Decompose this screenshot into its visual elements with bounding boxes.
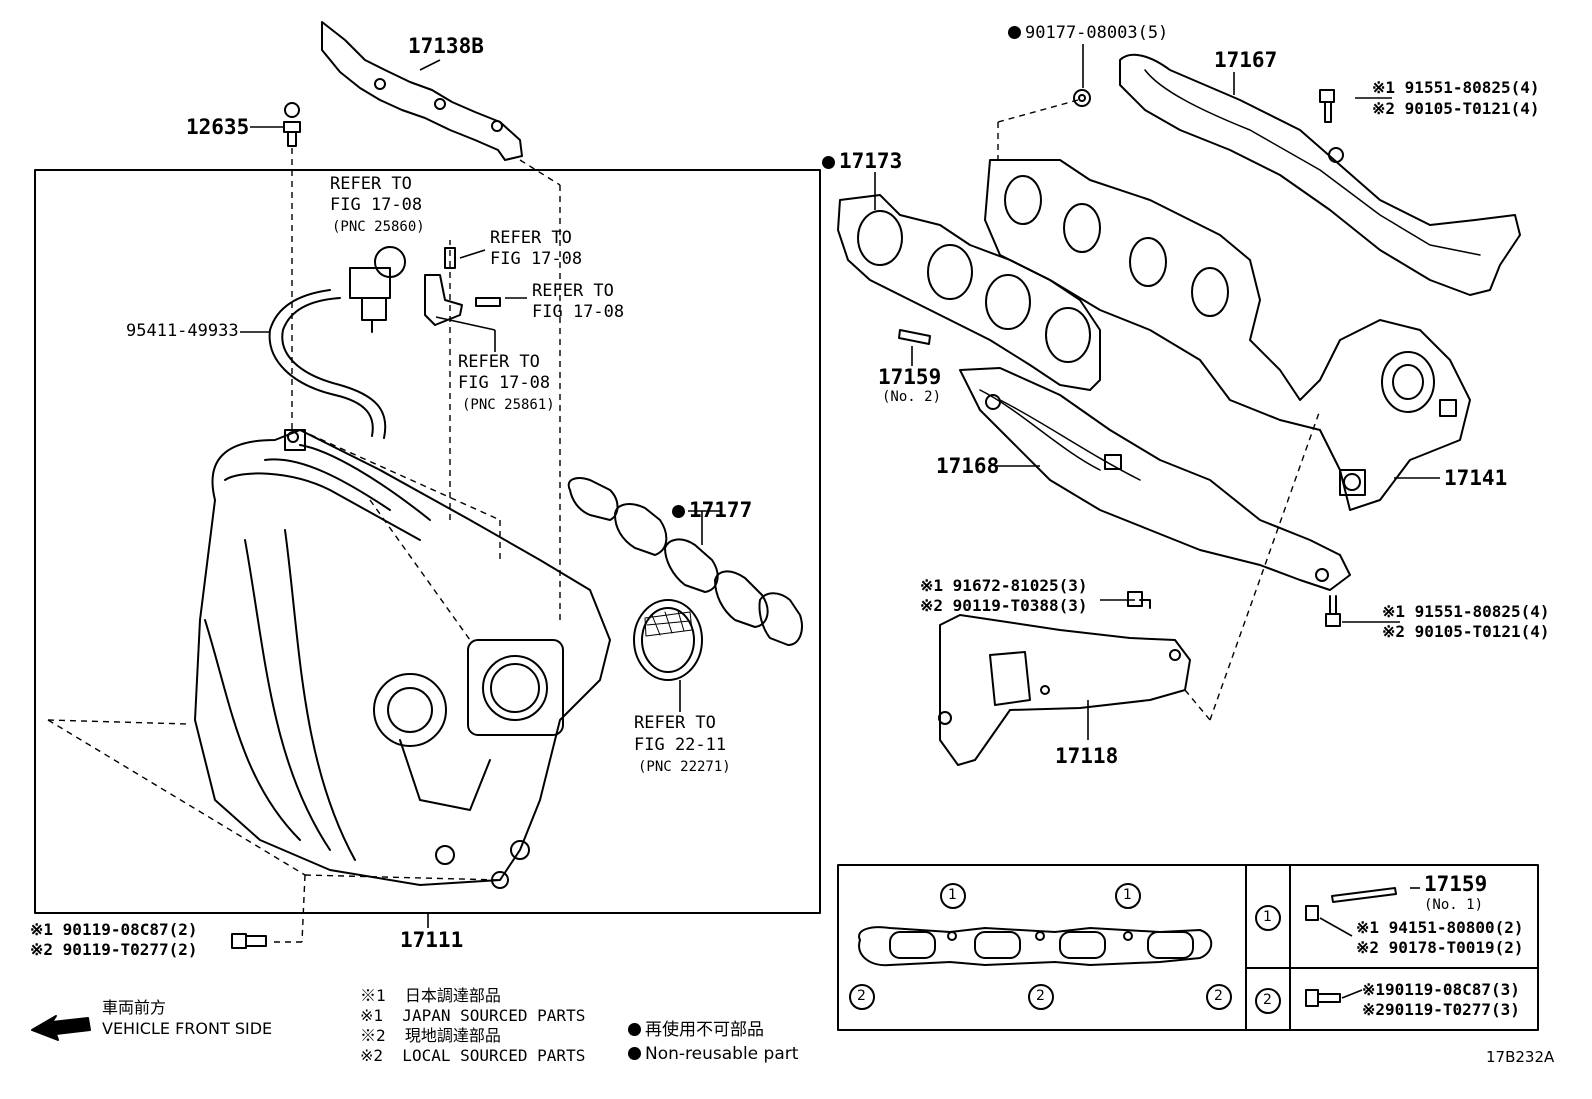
fastener-2-japan: ※1 91551-80825(4) <box>1372 78 1540 97</box>
vehicle-front-arrow <box>31 1015 91 1041</box>
label-17118: 17118 <box>1055 744 1119 768</box>
label-17173: 17173 <box>822 151 902 172</box>
part-17111-intake-manifold <box>194 429 611 889</box>
label-17111: 17111 <box>400 928 464 952</box>
refer-note-5-line3: (PNC 22271) <box>638 759 731 775</box>
refer-note-5-line1: REFER TO <box>634 713 716 733</box>
fastener-4-local: ※2 90105-T0121(4) <box>1382 622 1550 641</box>
refer-note-1-line2: FIG 17-08 <box>330 195 423 215</box>
legend-non-reusable-en: Non-reusable part <box>628 1046 798 1063</box>
part-17141-exhaust-manifold <box>984 159 1471 511</box>
legend-non-reusable-jp: 再使用不可部品 <box>628 1022 764 1039</box>
bolt-91672 <box>1127 591 1151 609</box>
label-17138b: 17138B <box>408 34 484 58</box>
part-17177-intake-gasket <box>567 477 803 646</box>
leader-lines <box>240 44 1440 999</box>
inset-callout-2d: 2 <box>1263 992 1272 1008</box>
fastener-3-japan: ※1 91672-81025(3) <box>920 576 1088 595</box>
inset-callout-1b: 1 <box>1123 887 1132 903</box>
legend-front-en: VEHICLE FRONT SIDE <box>102 1019 273 1038</box>
non-reusable-dot <box>822 156 835 169</box>
fastener-2-local: ※2 90105-T0121(4) <box>1372 99 1540 118</box>
non-reusable-dot <box>628 1047 641 1060</box>
part-vsv-bracket <box>424 274 463 326</box>
label-17177: 17177 <box>672 500 752 521</box>
part-17168-lower-insulator <box>959 367 1351 591</box>
refer-note-2-line2: FIG 17-08 <box>490 249 583 269</box>
bolt-90177 <box>1073 89 1091 107</box>
refer-note-2-line1: REFER TO <box>490 228 572 248</box>
refer-note-1-line1: REFER TO <box>330 174 412 194</box>
fastener-5-japan: ※1 94151-80800(2) <box>1356 918 1524 937</box>
refer-note-3-line2: FIG 17-08 <box>532 302 625 322</box>
refer-note-3-line1: REFER TO <box>532 281 614 301</box>
legend-front-jp: 車両前方 <box>102 998 167 1017</box>
inset-callout-2c: 2 <box>1214 988 1223 1004</box>
refer-note-4-line2: FIG 17-08 <box>458 373 551 393</box>
label-17167: 17167 <box>1214 48 1278 72</box>
part-12635 <box>284 102 300 118</box>
bolt-91551-lower <box>1325 595 1341 627</box>
label-17168: 17168 <box>936 454 1000 478</box>
bolt-91551-top <box>1319 89 1335 123</box>
part-17167-upper-insulator <box>1119 53 1521 296</box>
non-reusable-dot <box>628 1023 641 1036</box>
part-17138b <box>321 21 523 161</box>
legend-japan-sourced-jp: ※1 日本調達部品 <box>360 986 501 1005</box>
label-17159-no2-sub: (No. 2) <box>882 389 942 405</box>
label-17141: 17141 <box>1444 466 1508 490</box>
label-17159-no1: 17159 <box>1424 872 1488 896</box>
inset-callout-2b: 2 <box>1036 988 1045 1004</box>
non-reusable-dot <box>1008 26 1021 39</box>
part-17118-bracket <box>939 614 1191 766</box>
label-17159-no2: 17159 <box>878 365 942 389</box>
legend-local-sourced-en: ※2 LOCAL SOURCED PARTS <box>360 1046 586 1065</box>
part-vsv-valve <box>349 246 406 333</box>
part-17159-stud-no2 <box>898 329 931 345</box>
inset-callout-2a: 2 <box>857 988 866 1004</box>
fastener-4-japan: ※1 91551-80825(4) <box>1382 602 1550 621</box>
label-90177-08003: 90177-08003(5) <box>1008 25 1168 42</box>
dashed-alignment-lines <box>47 99 1321 943</box>
refer-note-4-line1: REFER TO <box>458 352 540 372</box>
refer-note-4-line3: (PNC 25861) <box>462 397 555 413</box>
fastener-6-local: ※290119-T0277(3) <box>1362 1000 1520 1019</box>
fastener-5-local: ※2 90178-T0019(2) <box>1356 938 1524 957</box>
inset-table <box>837 864 1539 1031</box>
part-hose-95411 <box>268 289 387 439</box>
label-12635: 12635 <box>186 115 250 139</box>
inset-callout-1a: 1 <box>948 887 957 903</box>
refer-note-1-line3: (PNC 25860) <box>332 219 425 235</box>
part-17173-exhaust-gasket <box>837 194 1101 391</box>
non-reusable-dot <box>672 505 685 518</box>
part-throttle-gasket <box>633 599 703 681</box>
fastener-1-japan: ※1 90119-08C87(2) <box>30 920 198 939</box>
bolt-90119-left <box>231 933 267 949</box>
inset-callout-1c: 1 <box>1263 909 1272 925</box>
refer-note-5-line2: FIG 22-11 <box>634 735 727 755</box>
legend-japan-sourced-en: ※1 JAPAN SOURCED PARTS <box>360 1006 586 1025</box>
diagram-code: 17B232A <box>1486 1048 1555 1066</box>
fastener-6-japan: ※190119-08C87(3) <box>1362 980 1520 999</box>
label-17159-no1-sub: (No. 1) <box>1424 897 1484 913</box>
fastener-1-local: ※2 90119-T0277(2) <box>30 940 198 959</box>
label-95411-49933: 95411-49933 <box>126 321 239 341</box>
fastener-3-local: ※2 90119-T0388(3) <box>920 596 1088 615</box>
legend-local-sourced-jp: ※2 現地調達部品 <box>360 1026 501 1045</box>
